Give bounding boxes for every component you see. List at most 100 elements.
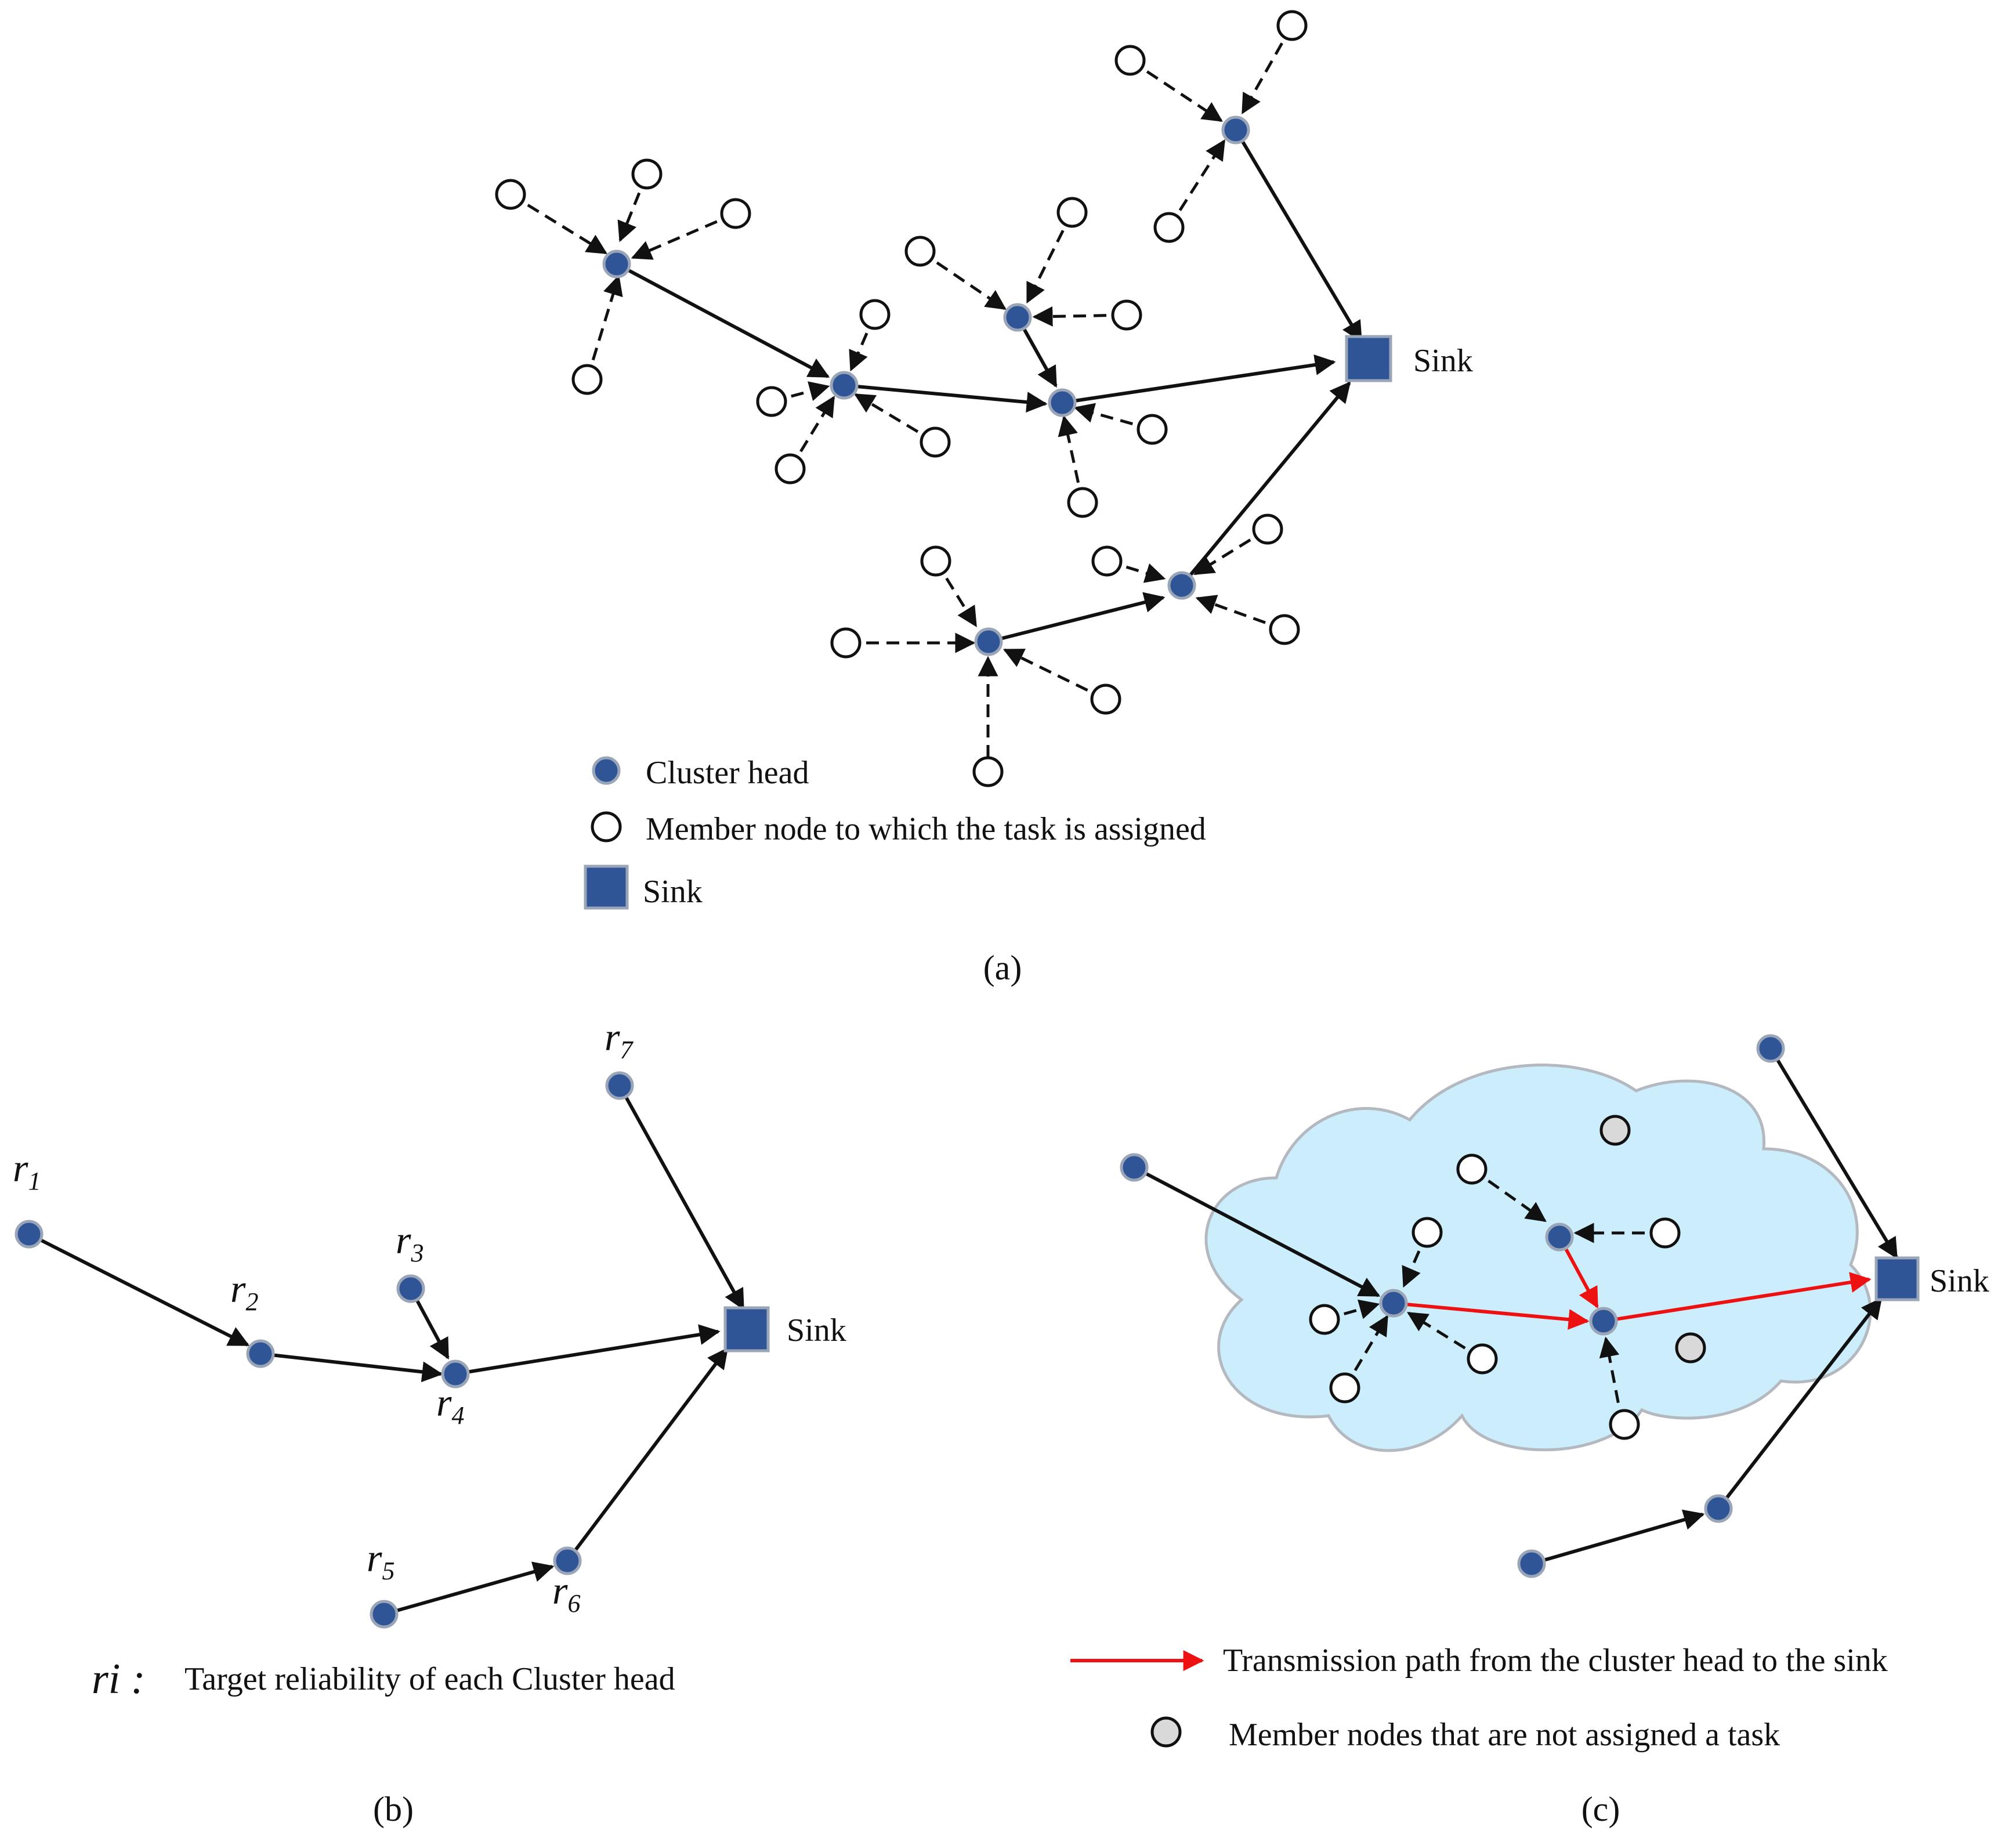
cluster-head-node-r4: [441, 1359, 470, 1388]
member-link: [1002, 648, 1107, 701]
member-node: [571, 364, 603, 395]
member-link: [788, 396, 835, 470]
member-link: [1058, 415, 1084, 503]
route-link: [1180, 381, 1351, 587]
member-node: [631, 158, 663, 190]
member-link: [1407, 1311, 1483, 1361]
route-link: [844, 384, 1048, 413]
route-link: [988, 592, 1166, 643]
member-link: [1343, 1314, 1389, 1389]
transmission-path: [1603, 1272, 1872, 1323]
cluster-head-node-r3: [396, 1274, 425, 1303]
caption-a: (a): [983, 949, 1022, 987]
member-node: [1412, 1217, 1443, 1248]
cluster-head-node: [1517, 1549, 1546, 1578]
legend-member-label: Member node to which the task is assigne…: [646, 811, 1206, 847]
member-link: [853, 393, 936, 444]
member-link: [1471, 1167, 1547, 1223]
cluster-head-node: [1048, 388, 1077, 417]
route-link: [383, 1561, 555, 1616]
member-link: [919, 249, 1007, 310]
member-node: [859, 299, 891, 330]
cluster-head-node-r5: [370, 1600, 399, 1629]
transmission-path: [1393, 1301, 1590, 1330]
member-link: [1599, 1336, 1624, 1423]
member-node: [1153, 212, 1185, 243]
member-link: [1073, 403, 1153, 431]
member-node: [920, 426, 951, 458]
route-link: [1133, 1166, 1381, 1297]
sink-node: [723, 1306, 770, 1352]
panel-a: Sink Cluster head Member node to which t…: [495, 10, 1473, 987]
cluster-head-node: [602, 249, 631, 279]
member-link: [585, 274, 623, 380]
member-node: [1090, 683, 1121, 715]
route-link: [618, 1084, 745, 1311]
member-node: [1114, 45, 1146, 76]
member-link: [631, 212, 736, 260]
reliability-label-r4: r4: [436, 1380, 464, 1430]
member-link: [509, 193, 607, 255]
member-link: [1032, 306, 1127, 327]
member-node: [972, 756, 1004, 787]
sink-label: Sink: [787, 1312, 846, 1348]
cluster-head-node-r7: [605, 1071, 634, 1100]
route-link: [616, 262, 830, 378]
route-link: [1717, 1297, 1883, 1510]
legend-member-icon: [591, 811, 622, 842]
member-node: [720, 198, 751, 229]
cluster-head-node: [1704, 1494, 1733, 1523]
member-node: [495, 179, 526, 210]
cluster-head-node: [1545, 1223, 1574, 1252]
unassigned-member-node: [1599, 1115, 1631, 1146]
cluster-head-node: [1756, 1034, 1785, 1063]
member-link: [1129, 59, 1223, 122]
unassigned-member-node: [1675, 1332, 1706, 1364]
cluster-head-node: [1221, 115, 1250, 144]
member-node: [1111, 299, 1142, 331]
member-node: [775, 453, 806, 484]
panel-b: Sink r1 r2 r3 r4 r5 r6 r7 ri : Target re…: [13, 1015, 846, 1828]
route-link: [1234, 129, 1363, 343]
member-node: [920, 545, 951, 577]
cluster-head-node: [1167, 571, 1196, 600]
member-node: [904, 236, 936, 267]
member-node: [1137, 414, 1168, 445]
caption-b: (b): [373, 1790, 414, 1828]
route-link: [455, 1324, 721, 1376]
member-node: [1067, 487, 1098, 518]
route-link: [1062, 354, 1336, 404]
legend-sink-label: Sink: [643, 874, 703, 910]
member-node: [1329, 1372, 1360, 1404]
member-node: [1309, 1304, 1340, 1335]
legend-ri-text: Target reliability of each Cluster head: [184, 1661, 675, 1697]
cluster-head-node-r6: [553, 1546, 582, 1575]
legend-unassigned-icon: [1150, 1716, 1182, 1748]
cluster-head-node: [830, 371, 859, 400]
member-node: [756, 386, 787, 417]
member-node: [1252, 513, 1283, 545]
reliability-label-r3: r3: [396, 1218, 424, 1267]
member-link: [1195, 595, 1285, 631]
reliability-label-r1: r1: [13, 1146, 41, 1195]
reliability-label-r7: r7: [605, 1015, 634, 1064]
legend-cluster-head-label: Cluster head: [646, 755, 809, 791]
panel-c: Sink Transmission path from the cluster …: [1070, 1034, 1989, 1828]
member-node: [1056, 197, 1088, 228]
legend-cluster-head-icon: [592, 756, 621, 785]
reliability-label-r5: r5: [367, 1536, 395, 1585]
route-link: [28, 1232, 250, 1347]
member-node: [1649, 1217, 1681, 1249]
cluster-head-node-r2: [246, 1339, 275, 1368]
member-link: [1026, 211, 1074, 304]
sink-label: Sink: [1930, 1263, 1989, 1299]
cluster-head-node: [1120, 1153, 1149, 1182]
route-link: [1769, 1047, 1898, 1260]
member-node: [1609, 1409, 1640, 1440]
sink-node: [1345, 335, 1392, 382]
route-link: [260, 1352, 443, 1383]
cluster-head-node: [974, 627, 1003, 656]
member-link: [1193, 527, 1269, 576]
member-node: [1276, 10, 1308, 41]
